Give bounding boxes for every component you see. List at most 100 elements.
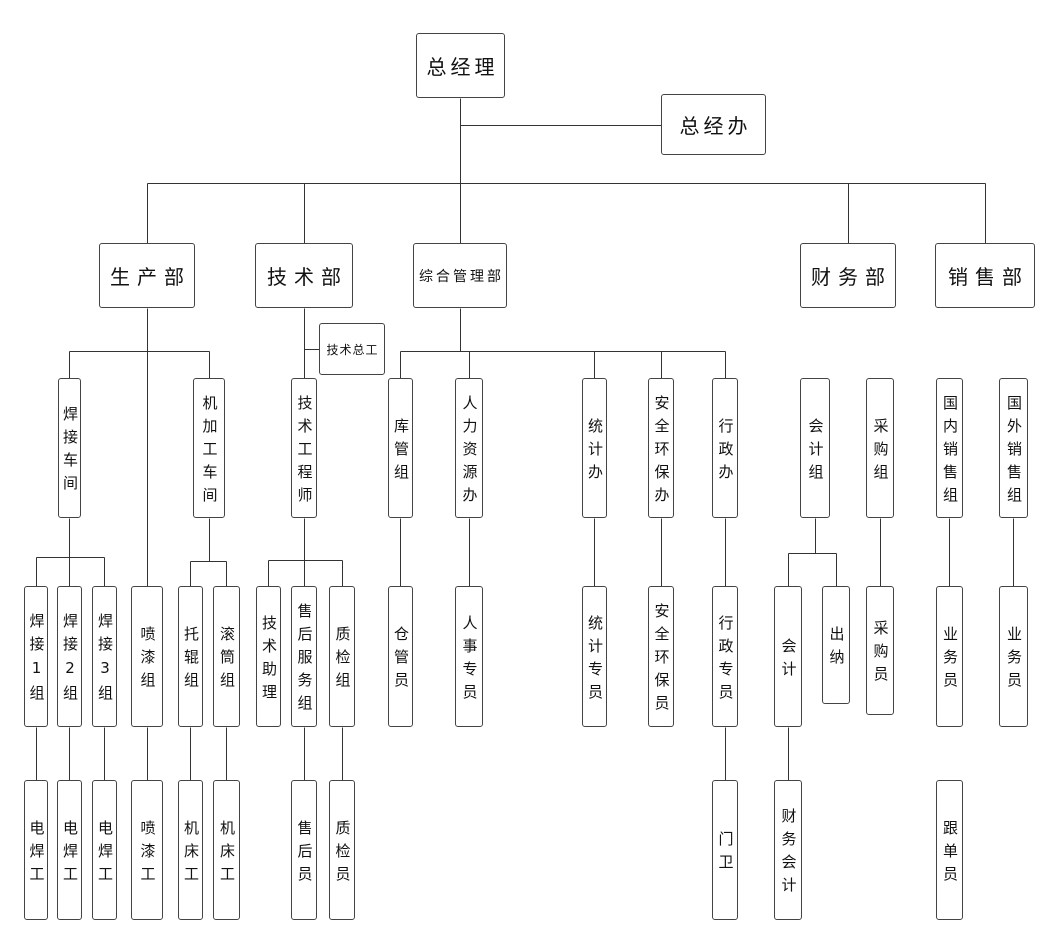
- node-label: 生产部: [110, 265, 191, 289]
- node-label: 财务会计: [779, 808, 798, 900]
- node-label: 出纳: [827, 626, 846, 672]
- gatekeeper-box: 门卫: [712, 780, 738, 920]
- finance-dept-box: 财务部: [800, 243, 896, 308]
- after-sales-team-box: 售后服务组: [291, 586, 317, 727]
- node-label: 电焊工: [27, 819, 46, 889]
- node-label: 行政办: [716, 417, 735, 487]
- node-label: 电焊工: [61, 819, 79, 889]
- node-label: 采购员: [871, 620, 890, 689]
- accountant-box: 会计: [774, 586, 802, 727]
- node-label: 喷漆组: [138, 626, 157, 695]
- node-label: 质检员: [333, 819, 352, 889]
- node-label: 售后服务组: [295, 603, 314, 718]
- admin-office-box: 行政办: [712, 378, 738, 518]
- node-label: 销售部: [948, 265, 1029, 289]
- node-label: 综合管理部: [419, 268, 504, 285]
- welder-2-box: 电焊工: [57, 780, 82, 920]
- admin-specialist-box: 行政专员: [712, 586, 738, 727]
- statistics-office-box: 统计办: [582, 378, 607, 518]
- overseas-sales-group-box: 国外销售组: [999, 378, 1028, 518]
- node-label: 机床工: [218, 819, 236, 889]
- node-label: 仓管员: [392, 626, 410, 695]
- node-label: 统计办: [586, 417, 604, 487]
- node-label: 焊接车间: [61, 406, 79, 498]
- node-label: 国外销售组: [1005, 394, 1023, 510]
- welding-team-3-box: 焊接3组: [92, 586, 117, 727]
- machinist-2-box: 机床工: [213, 780, 240, 920]
- node-label: 会计: [779, 637, 798, 684]
- node-label: 技术助理: [260, 614, 278, 707]
- financial-accountant-box: 财务会计: [774, 780, 802, 920]
- welder-1-box: 电焊工: [24, 780, 48, 920]
- safety-env-office-box: 安全环保办: [648, 378, 674, 518]
- node-label: 国内销售组: [941, 394, 959, 510]
- node-label: 采购组: [871, 417, 890, 487]
- purchasing-group-box: 采购组: [866, 378, 894, 518]
- qc-team-box: 质检组: [329, 586, 355, 727]
- node-label: 焊接1组: [27, 613, 46, 708]
- purchaser-box: 采购员: [866, 586, 894, 715]
- node-label: 技术部: [267, 265, 348, 289]
- node-label: 质检组: [333, 626, 352, 695]
- node-label: 人力资源办: [460, 394, 479, 510]
- chief-engineer-box: 技术总工: [319, 323, 385, 375]
- node-label: 售后员: [295, 819, 314, 889]
- machinist-1-box: 机床工: [178, 780, 203, 920]
- statistician-box: 统计专员: [582, 586, 607, 727]
- after-sales-staff-box: 售后员: [291, 780, 317, 920]
- welding-team-1-box: 焊接1组: [24, 586, 48, 727]
- node-label: 技术工程师: [295, 394, 314, 510]
- technical-assistant-box: 技术助理: [256, 586, 281, 727]
- technical-engineer-box: 技术工程师: [291, 378, 317, 518]
- node-label: 行政专员: [716, 614, 735, 707]
- welding-team-2-box: 焊接2组: [57, 586, 82, 727]
- machining-workshop-box: 机加工车间: [193, 378, 225, 518]
- node-label: 托辊组: [182, 626, 200, 695]
- node-label: 喷漆工: [138, 819, 157, 889]
- node-label: 统计专员: [586, 614, 604, 707]
- domestic-salesperson-box: 业务员: [936, 586, 963, 727]
- general-admin-dept-box: 综合管理部: [413, 243, 507, 308]
- node-label: 安全环保办: [652, 394, 671, 510]
- domestic-sales-group-box: 国内销售组: [936, 378, 963, 518]
- sales-dept-box: 销售部: [935, 243, 1035, 308]
- node-label: 机加工车间: [200, 394, 219, 510]
- node-label: 安全环保员: [652, 603, 671, 718]
- technical-dept-box: 技术部: [255, 243, 353, 308]
- node-label: 机床工: [182, 819, 200, 889]
- node-label: 焊接3组: [96, 613, 114, 708]
- node-label: 焊接2组: [61, 613, 79, 708]
- safety-env-officer-box: 安全环保员: [648, 586, 674, 727]
- node-label: 技术总工: [326, 342, 379, 357]
- warehouse-keeper-box: 仓管员: [388, 586, 413, 727]
- painting-team-box: 喷漆组: [131, 586, 163, 727]
- hr-specialist-box: 人事专员: [455, 586, 483, 727]
- welding-workshop-box: 焊接车间: [58, 378, 81, 518]
- node-label: 跟单员: [941, 819, 959, 889]
- node-label: 滚筒组: [218, 626, 236, 695]
- idler-team-box: 托辊组: [178, 586, 203, 727]
- general-manager-box: 总经理: [416, 33, 505, 98]
- node-label: 业务员: [941, 626, 959, 695]
- gm-office-box: 总经办: [661, 94, 766, 155]
- node-label: 会计组: [806, 417, 825, 487]
- node-label: 总经理: [426, 55, 499, 79]
- qc-inspector-box: 质检员: [329, 780, 355, 920]
- welder-3-box: 电焊工: [92, 780, 117, 920]
- overseas-salesperson-box: 业务员: [999, 586, 1028, 727]
- drum-team-box: 滚筒组: [213, 586, 240, 727]
- node-label: 门卫: [716, 831, 735, 877]
- order-follower-box: 跟单员: [936, 780, 963, 920]
- production-dept-box: 生产部: [99, 243, 195, 308]
- node-label: 总经办: [679, 114, 752, 138]
- node-label: 库管组: [392, 417, 410, 487]
- node-label: 电焊工: [96, 819, 114, 889]
- cashier-box: 出纳: [822, 586, 850, 704]
- warehouse-group-box: 库管组: [388, 378, 413, 518]
- node-label: 业务员: [1005, 626, 1023, 695]
- painter-box: 喷漆工: [131, 780, 163, 920]
- node-label: 人事专员: [460, 614, 479, 707]
- accounting-group-box: 会计组: [800, 378, 830, 518]
- hr-office-box: 人力资源办: [455, 378, 483, 518]
